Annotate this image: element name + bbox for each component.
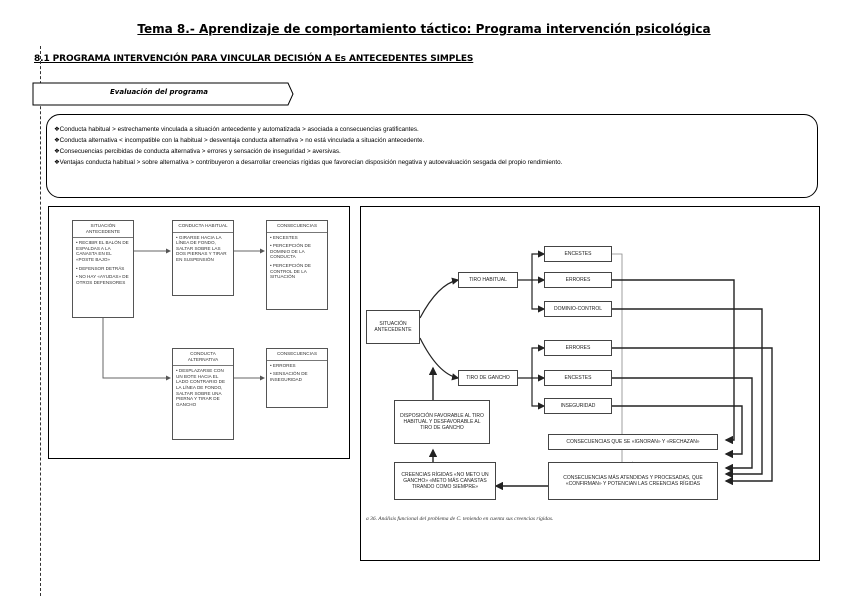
right-ignored-text: CONSECUENCIAS QUE SE «IGNORAN» Y «RECHAZ… [566,439,700,445]
left-situation-box: SITUACIÓN ANTECEDENTE • RECIBIR EL BALÓN… [72,220,134,318]
summary-bullet-text: Ventajas conducta habitual > sobre alter… [59,159,563,166]
right-habitual-shot-text: TIRO HABITUAL [469,277,507,283]
right-hook-outcome-box: INSEGURIDAD [544,398,612,414]
summary-bullet-text: Conducta habitual > estrechamente vincul… [59,126,419,133]
right-ignored-box: CONSECUENCIAS QUE SE «IGNORAN» Y «RECHAZ… [548,434,718,450]
right-hook-outcome-text: ERRORES [565,345,591,351]
right-hook-outcome-box: ERRORES [544,340,612,356]
left-habitual-consequence-item: • PERCEPCIÓN DE CONTROL DE LA SITUACIÓN [270,262,311,280]
right-hook-shot-box: TIRO DE GANCHO [458,370,518,386]
summary-box [46,114,818,198]
right-hook-outcome-text: ENCESTES [564,375,592,381]
left-situation-item: • DEFENSOR DETRÁS [76,265,125,271]
left-diagram-connectors [102,248,265,381]
right-beliefs-box: CREENCIAS RÍGIDAS «NO METO UN GANCHO» «M… [394,462,496,500]
right-habitual-outcome-box: ERRORES [544,272,612,288]
left-situation-item: • RECIBIR EL BALÓN DE ESPALDAS A LA CANA… [76,240,129,262]
left-habitual-header: CONDUCTA HABITUAL [173,221,233,233]
right-disposition-text: DISPOSICIÓN FAVORABLE AL TIRO HABITUAL Y… [400,413,484,431]
margin-dashed-line [40,46,41,596]
left-habitual-consequence-item: • PERCEPCIÓN DE DOMINIO DE LA CONDUCTA [270,243,311,260]
right-attended-text: CONSECUENCIAS MÁS ATENDIDAS Y PROCESADAS… [563,475,703,487]
page-title: Tema 8.- Aprendizaje de comportamiento t… [137,22,711,36]
right-habitual-outcome-text: ERRORES [565,277,591,283]
right-diagram-connectors [419,250,773,491]
summary-bullet: ❖Ventajas conducta habitual > sobre alte… [54,159,563,166]
right-situation-text: SITUACIÓN ANTECEDENTE [374,321,412,333]
right-hook-outcome-box: ENCESTES [544,370,612,386]
right-hook-outcome-text: INSEGURIDAD [560,403,596,409]
left-habitual-consequence-item: • ENCESTES [270,234,298,240]
figure-caption: a 36. Análisis funcional del problema de… [366,516,554,522]
right-beliefs-text: CREENCIAS RÍGIDAS «NO METO UN GANCHO» «M… [401,472,489,490]
left-alternative-consequence-item: • SENSACIÓN DE INSEGURIDAD [270,371,308,382]
right-habitual-shot-box: TIRO HABITUAL [458,272,518,288]
right-hook-shot-text: TIRO DE GANCHO [466,375,510,381]
summary-bullet-text: Consecuencias percibidas de conducta alt… [59,148,341,155]
left-habitual-consequences-box: CONSECUENCIAS • ENCESTES • PERCEPCIÓN DE… [266,220,328,310]
right-habitual-outcome-text: DOMINIO-CONTROL [553,306,603,312]
right-situation-box: SITUACIÓN ANTECEDENTE [366,310,420,344]
right-habitual-outcome-text: ENCESTES [564,251,592,257]
left-situation-header: SITUACIÓN ANTECEDENTE [73,221,133,239]
left-alternative-header: CONDUCTA ALTERNATIVA [173,349,233,367]
summary-bullet-text: Conducta alternativa < incompatible con … [59,137,425,144]
left-situation-item: • NO HAY «AYUDAS» DE OTROS DEFENSORES [76,274,129,285]
right-habitual-outcome-box: DOMINIO-CONTROL [544,301,612,317]
right-attended-box: CONSECUENCIAS MÁS ATENDIDAS Y PROCESADAS… [548,462,718,500]
evaluation-tab-shape [32,82,294,106]
summary-bullet: ❖Conducta alternativa < incompatible con… [54,137,425,144]
left-alternative-consequence-item: • ERRORES [270,362,296,368]
evaluation-label: Evaluación del programa [110,88,209,96]
summary-bullet: ❖Conducta habitual > estrechamente vincu… [54,126,419,133]
left-alternative-box: CONDUCTA ALTERNATIVA • DESPLAZARSE CON U… [172,348,234,440]
left-habitual-consequences-header: CONSECUENCIAS [267,221,327,233]
right-habitual-outcome-box: ENCESTES [544,246,612,262]
right-disposition-box: DISPOSICIÓN FAVORABLE AL TIRO HABITUAL Y… [394,400,490,444]
left-alternative-consequences-box: CONSECUENCIAS • ERRORES • SENSACIÓN DE I… [266,348,328,408]
left-alternative-consequences-header: CONSECUENCIAS [267,349,327,361]
section-heading: 8.1 PROGRAMA INTERVENCIÓN PARA VINCULAR … [34,54,474,64]
summary-bullet: ❖Consecuencias percibidas de conducta al… [54,148,341,155]
left-alternative-item: • DESPLAZARSE CON UN BOTE HACIA EL LADO … [176,368,226,407]
left-habitual-box: CONDUCTA HABITUAL • GIRARSE HACIA LA LÍN… [172,220,234,296]
left-habitual-item: • GIRARSE HACIA LA LÍNEA DE FONDO, SALTA… [176,234,227,262]
